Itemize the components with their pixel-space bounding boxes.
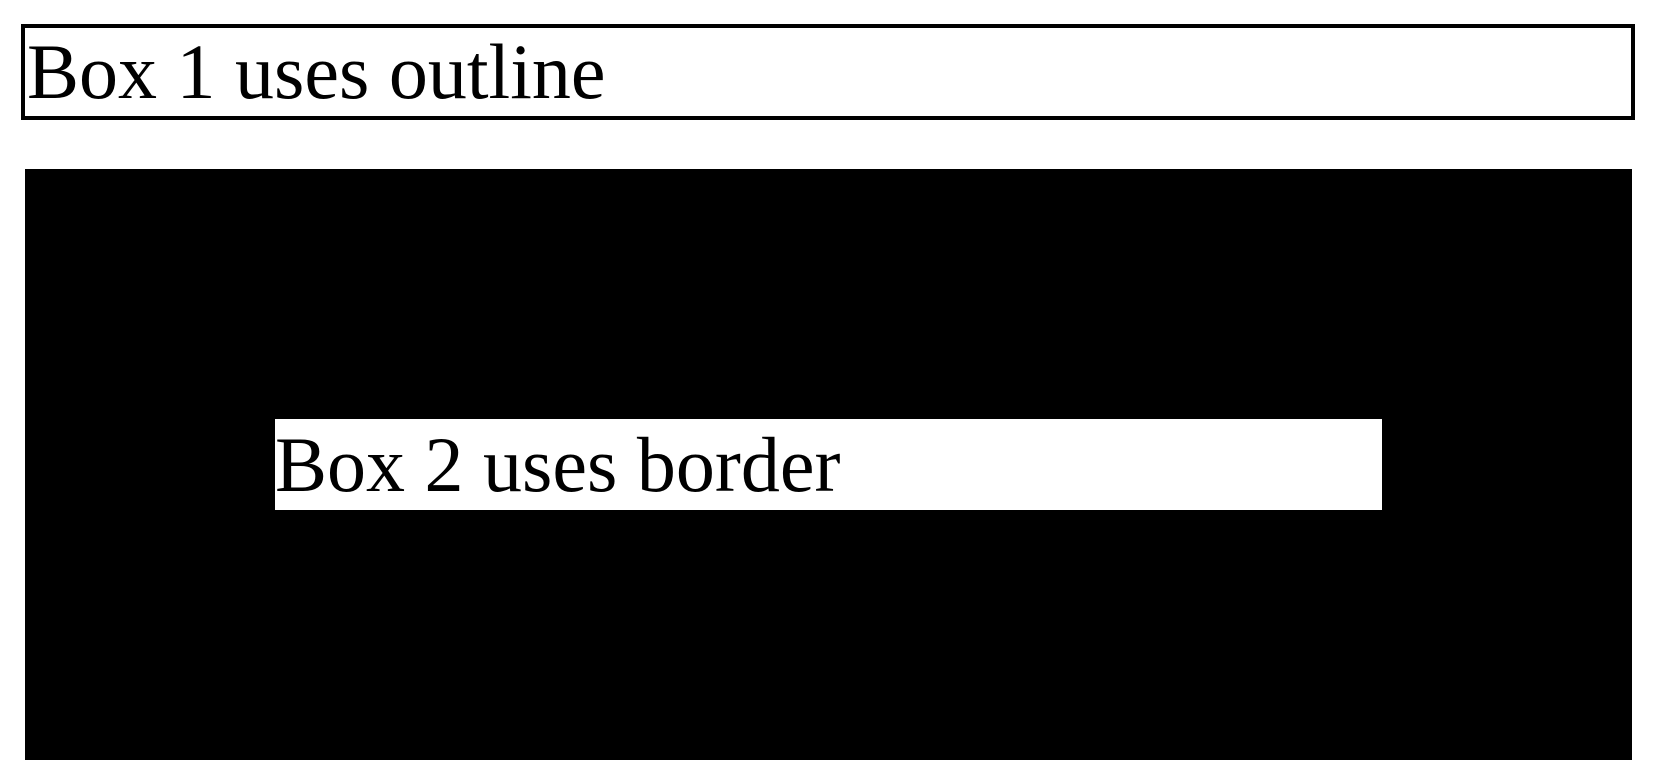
border-box-content: Box 2 uses border [275, 419, 1382, 510]
border-box: Box 2 uses border [25, 169, 1632, 760]
outline-box-label: Box 1 uses outline [27, 28, 606, 115]
outline-box: Box 1 uses outline [21, 24, 1635, 120]
border-box-label: Box 2 uses border [275, 421, 841, 508]
